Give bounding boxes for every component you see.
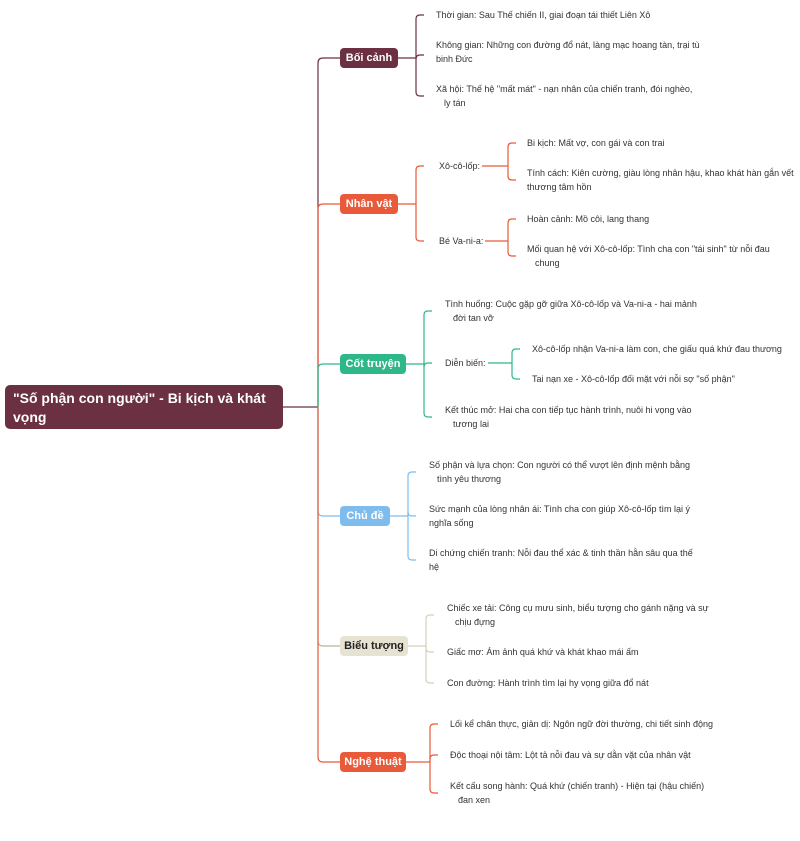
- leaf-bieu-tuong-giac-mo[interactable]: Giấc mơ: Ám ảnh quá khứ và khát khao mái…: [447, 647, 639, 657]
- edge-cot-truyen-2: [423, 364, 432, 418]
- edge-boi-canh-2: [415, 58, 424, 97]
- edge-root-nhan-vat: [317, 203, 340, 407]
- leaf-xo-co-lop-tinh-cach[interactable]: Tính cách: Kiên cường, giàu lòng nhân hậ…: [527, 168, 794, 192]
- leaf-dien-bien-2[interactable]: Tai nạn xe - Xô-cô-lốp đối mặt với nỗi s…: [532, 374, 735, 384]
- edge-bieu-tuong-2: [425, 646, 434, 684]
- leaf-dien-bien-1[interactable]: Xô-cô-lốp nhận Va-ni-a làm con, che giấu…: [532, 344, 782, 354]
- edge-va-ni-a-0: [507, 218, 516, 241]
- edge-nghe-thuat-0: [429, 723, 438, 762]
- edge-root-boi-canh: [317, 57, 340, 407]
- sub-dien-bien[interactable]: Diễn biến:: [445, 358, 486, 368]
- edge-dien-bien-0: [511, 348, 520, 363]
- edge-chu-de-2: [407, 516, 416, 561]
- branch-boi-canh[interactable]: Bối cảnh: [340, 48, 398, 68]
- central-topic-line2: hồi sinh của con người hậu chiến: [13, 428, 238, 444]
- edge-nhan-vat-0: [415, 165, 424, 204]
- leaf-nghe-thuat-loi-ke[interactable]: Lối kể chân thực, giản dị: Ngôn ngữ đời …: [450, 719, 714, 729]
- edge-root-bieu-tuong: [317, 407, 340, 647]
- branch-cot-truyen[interactable]: Cốt truyện: [340, 354, 406, 374]
- leaf-bieu-tuong-xe-tai[interactable]: Chiếc xe tải: Công cụ mưu sinh, biểu tượ…: [447, 603, 709, 627]
- edge-xo-co-lop-0: [507, 142, 516, 166]
- leaf-boi-canh-xa-hoi[interactable]: Xã hội: Thế hệ "mất mát" - nạn nhân của …: [436, 84, 693, 108]
- leaf-nghe-thuat-ket-cau[interactable]: Kết cấu song hành: Quá khứ (chiến tranh)…: [450, 781, 705, 805]
- central-topic[interactable]: "Số phận con người" - Bi kịch và khát vọ…: [5, 385, 283, 444]
- leaf-va-ni-a-hoan-canh[interactable]: Hoàn cảnh: Mồ côi, lang thang: [527, 214, 650, 224]
- edge-root-cot-truyen: [317, 363, 340, 407]
- edge-boi-canh-1: [415, 54, 424, 60]
- leaf-bieu-tuong-con-duong[interactable]: Con đường: Hành trình tìm lại hy vọng gi…: [447, 678, 649, 688]
- branch-nghe-thuat[interactable]: Nghệ thuật: [340, 752, 406, 772]
- edge-boi-canh-0: [415, 14, 424, 58]
- leaf-cot-truyen-ket-thuc[interactable]: Kết thúc mở: Hai cha con tiếp tục hành t…: [445, 405, 692, 429]
- leaf-boi-canh-khong-gian[interactable]: Không gian: Những con đường đổ nát, làng…: [436, 40, 700, 64]
- leaf-va-ni-a-moi-quan-he[interactable]: Mối quan hệ với Xô-cô-lốp: Tình cha con …: [527, 244, 770, 268]
- edge-cot-truyen-0: [423, 310, 432, 364]
- leaf-chu-de-so-phan[interactable]: Số phận và lựa chọn: Con người có thể vư…: [429, 460, 691, 484]
- branch-chu-de[interactable]: Chủ đề: [340, 506, 390, 526]
- sub-be-va-ni-a[interactable]: Bé Va-ni-a:: [439, 236, 484, 246]
- edge-bieu-tuong-1: [425, 646, 434, 653]
- leaf-cot-truyen-tinh-huong[interactable]: Tình huống: Cuộc gặp gỡ giữa Xô-cô-lốp v…: [445, 299, 697, 323]
- edge-cot-truyen-1: [423, 362, 432, 368]
- edge-chu-de-0: [407, 471, 416, 516]
- edge-va-ni-a-1: [507, 241, 516, 257]
- edge-root-nghe-thuat: [317, 407, 340, 763]
- leaf-boi-canh-thoi-gian[interactable]: Thời gian: Sau Thế chiến II, giai đoạn t…: [436, 10, 651, 20]
- edge-bieu-tuong-0: [425, 614, 434, 646]
- edge-xo-co-lop-1: [507, 166, 516, 181]
- branch-bieu-tuong[interactable]: Biểu tượng: [340, 636, 408, 656]
- edge-dien-bien-1: [511, 363, 520, 380]
- central-topic-line1: "Số phận con người" - Bi kịch và khát vọ…: [13, 390, 266, 425]
- branch-nhan-vat[interactable]: Nhân vật: [340, 194, 398, 214]
- leaf-xo-co-lop-bi-kich[interactable]: Bi kịch: Mất vợ, con gái và con trai: [527, 138, 665, 148]
- edge-root-chu-de: [317, 407, 340, 517]
- leaf-chu-de-di-chung[interactable]: Di chứng chiến tranh: Nỗi đau thể xác & …: [429, 548, 693, 572]
- sub-xo-co-lop[interactable]: Xô-cô-lốp:: [439, 161, 481, 171]
- leaf-chu-de-long-nhan-ai[interactable]: Sức mạnh của lòng nhân ái: Tình cha con …: [429, 504, 691, 528]
- edge-nhan-vat-1: [415, 204, 424, 242]
- edge-chu-de-1: [407, 511, 416, 517]
- leaf-nghe-thuat-doc-thoai[interactable]: Độc thoại nội tâm: Lột tả nỗi đau và sự …: [450, 750, 691, 760]
- edge-nghe-thuat-2: [429, 762, 438, 794]
- edge-nghe-thuat-1: [429, 754, 438, 762]
